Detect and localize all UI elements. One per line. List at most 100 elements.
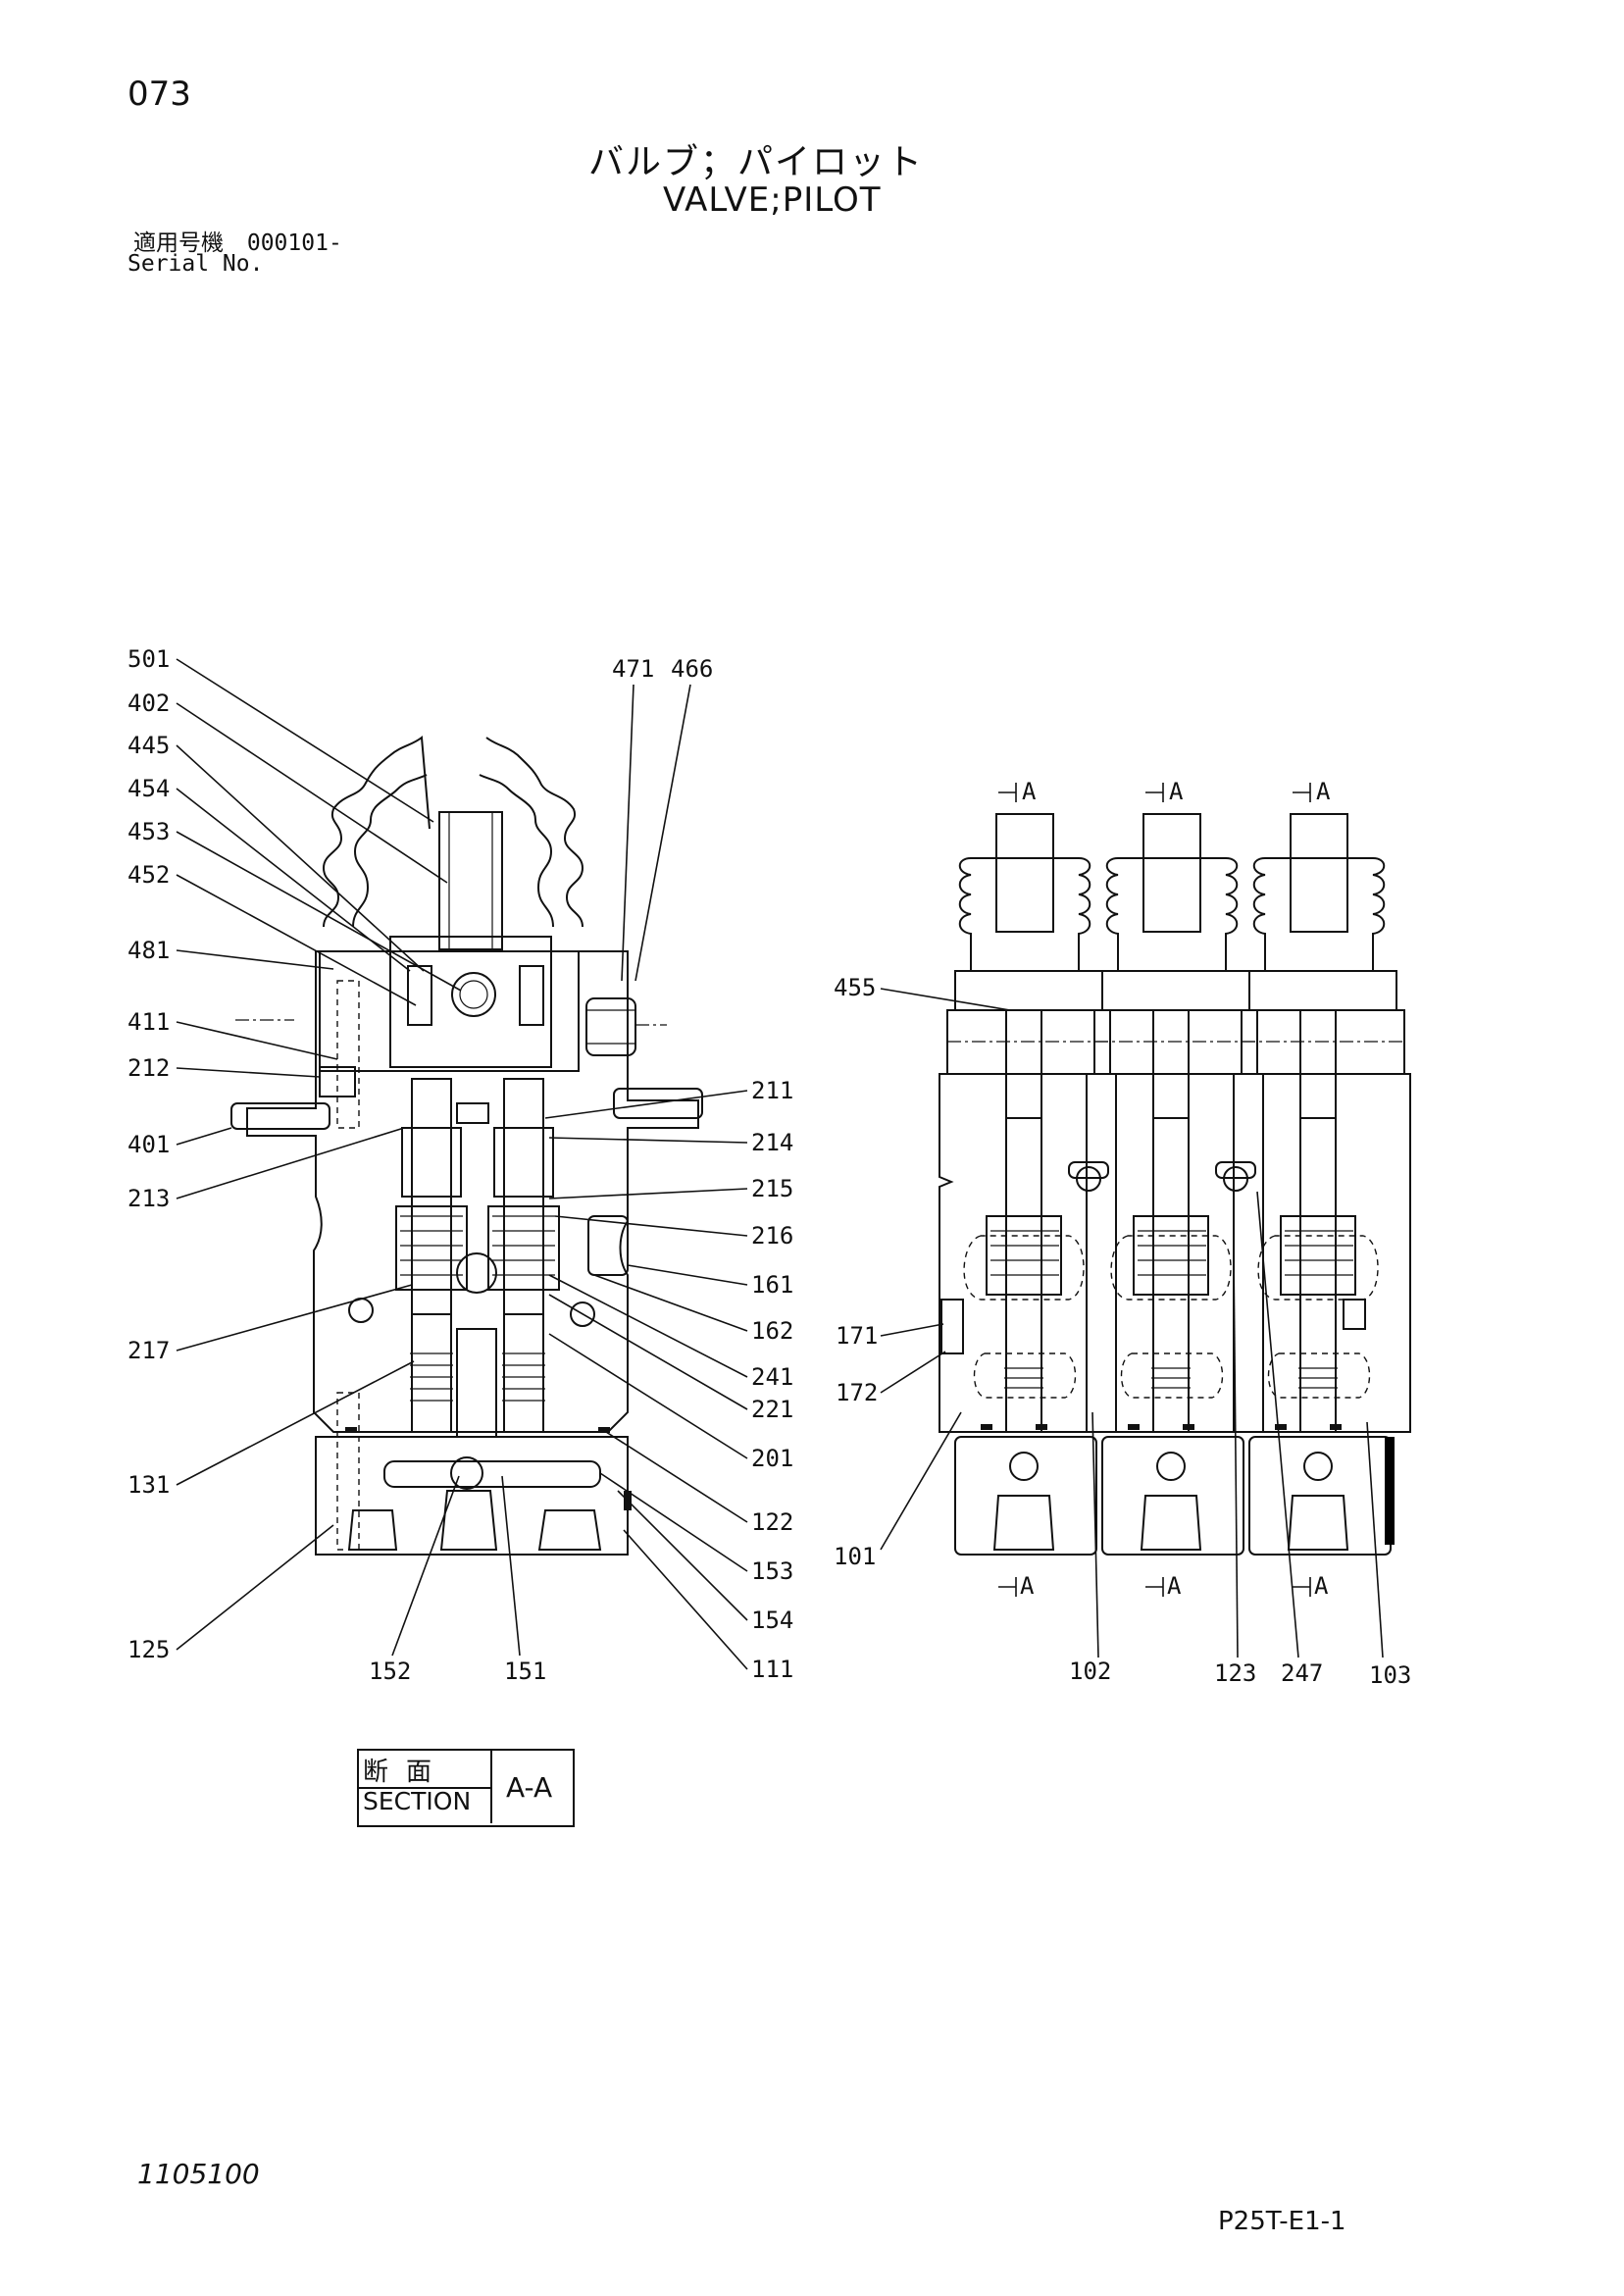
lower-housing [315,1436,629,1556]
callout-216: 216 [554,1215,793,1250]
svg-text:153: 153 [751,1557,793,1585]
push-rod [438,811,503,950]
valve-section-3 [1215,813,1411,1556]
title-english: VALVE;PILOT [663,180,882,220]
svg-text:455: 455 [834,974,876,1001]
callout-215: 215 [548,1175,793,1202]
svg-text:172: 172 [836,1379,878,1406]
callout-213: 213 [127,1127,405,1212]
callout-411: 411 [127,1008,338,1060]
svg-text:154: 154 [751,1607,793,1634]
svg-text:211: 211 [751,1077,793,1104]
svg-text:221: 221 [751,1396,793,1423]
section-mark-top-1: A [998,778,1037,805]
svg-text:162: 162 [751,1317,793,1345]
callout-154: 154 [617,1490,793,1634]
callout-241: 241 [548,1274,793,1391]
svg-text:213: 213 [127,1185,170,1212]
section-mark-top-2: A [1145,778,1184,805]
svg-text:216: 216 [751,1222,793,1250]
section-mark-bottom-2: A [1145,1572,1182,1600]
svg-text:A: A [1316,778,1331,805]
port-right [570,1301,595,1327]
callout-162: 162 [593,1274,793,1345]
callout-122: 122 [605,1431,793,1536]
cam-housing [319,950,580,1072]
callout-501: 501 [127,645,434,823]
svg-text:217: 217 [127,1337,170,1364]
svg-text:A: A [1020,1572,1035,1600]
callout-111: 111 [623,1529,793,1683]
svg-text:151: 151 [504,1658,546,1685]
svg-text:171: 171 [836,1322,878,1350]
callout-153: 153 [599,1472,793,1585]
callout-481: 481 [127,937,334,970]
section-mark-bottom-1: A [998,1572,1035,1600]
svg-text:241: 241 [751,1363,793,1391]
svg-text:466: 466 [671,655,713,683]
svg-text:103: 103 [1369,1661,1411,1689]
section-markers: A A A A A A [998,778,1331,1600]
section-caption-en: SECTION [363,1787,472,1815]
section-caption-vdivider [490,1749,492,1823]
valve-body [246,950,699,1433]
title-japanese: バルブ；パイロット [588,142,925,182]
svg-text:411: 411 [127,1008,170,1036]
callout-201: 201 [548,1333,793,1472]
svg-text:101: 101 [834,1543,876,1570]
serial-label-jp: 適用号機 [133,230,224,256]
callout-212: 212 [127,1054,321,1082]
callout-123: 123 [1214,1254,1256,1687]
svg-text:111: 111 [751,1656,793,1683]
svg-text:125: 125 [127,1636,170,1663]
svg-text:214: 214 [751,1129,793,1156]
section-caption-jp: 断面 [363,1758,450,1787]
svg-text:131: 131 [127,1471,170,1499]
callout-466: 466 [634,655,713,982]
bellows-boot [322,736,584,928]
svg-text:201: 201 [751,1445,793,1472]
side-fitting [585,997,636,1056]
callout-452: 452 [127,861,417,1006]
svg-text:A: A [1169,778,1184,805]
callout-214: 214 [548,1129,793,1156]
callout-161: 161 [627,1264,793,1299]
callout-401: 401 [127,1127,232,1158]
svg-text:102: 102 [1069,1658,1111,1685]
callout-151: 151 [501,1475,546,1685]
svg-text:123: 123 [1214,1659,1256,1687]
svg-text:452: 452 [127,861,170,889]
callout-455: 455 [834,974,1011,1011]
seal-mark [598,1427,610,1433]
svg-text:212: 212 [127,1054,170,1082]
section-mark-top-3: A [1293,778,1331,805]
svg-text:445: 445 [127,732,170,759]
callout-131: 131 [127,1360,415,1499]
svg-text:122: 122 [751,1508,793,1536]
callout-152: 152 [369,1475,460,1685]
page-code: P25T-E1-1 [1218,2207,1346,2236]
spool-right [487,1078,560,1433]
svg-text:454: 454 [127,775,170,802]
serial-value: 000101- [246,230,342,256]
svg-text:161: 161 [751,1271,793,1299]
svg-text:501: 501 [127,645,170,673]
callout-102: 102 [1069,1411,1111,1685]
ball-joint [451,972,496,1017]
section-callouts: 501 402 445 454 453 452 481 411 212 401 … [127,645,793,1685]
document-id: 1105100 [137,2158,260,2190]
callout-171: 171 [836,1322,944,1350]
svg-text:453: 453 [127,818,170,845]
serial-row: 適用号機 000101- [133,224,342,257]
valve-section-2 [1068,813,1264,1556]
svg-text:A: A [1314,1572,1329,1600]
callout-101: 101 [834,1411,962,1570]
section-view [230,736,703,1556]
svg-text:A: A [1022,778,1037,805]
page-number: 073 [127,75,191,114]
callout-217: 217 [127,1284,413,1364]
callout-125: 125 [127,1524,334,1663]
handle-bar [230,1102,330,1130]
section-caption-divider [357,1787,490,1789]
